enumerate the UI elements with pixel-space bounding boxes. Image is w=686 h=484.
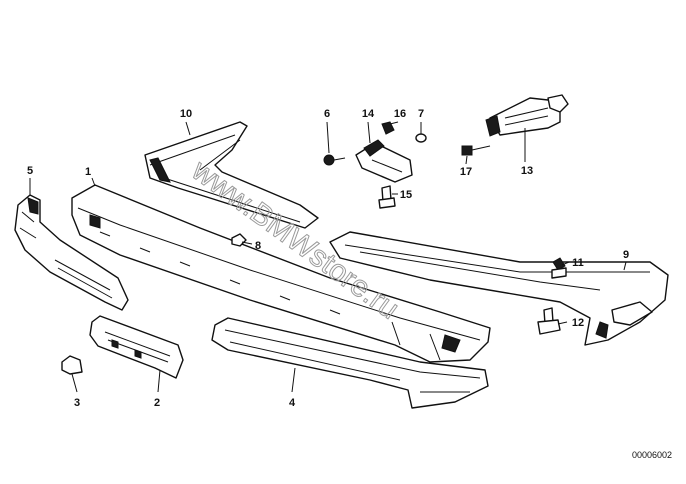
part-8-nut xyxy=(231,233,247,247)
callout-12: 12 xyxy=(572,317,584,329)
part-13-impact-absorber xyxy=(485,94,569,137)
callout-3: 3 xyxy=(74,397,80,409)
callout-4: 4 xyxy=(289,397,296,409)
callout-2: 2 xyxy=(154,397,160,409)
callout-17: 17 xyxy=(460,166,472,178)
part-17-screw xyxy=(461,145,491,156)
part-11-clip xyxy=(551,257,567,279)
callout-1: 1 xyxy=(85,166,91,178)
callout-13: 13 xyxy=(521,165,533,177)
part-3-clip xyxy=(61,355,83,375)
part-14-mount-bracket xyxy=(355,139,413,183)
part-2-license-bracket xyxy=(89,315,184,379)
leader-lines xyxy=(29,121,627,393)
callout-15: 15 xyxy=(400,189,412,201)
callout-14: 14 xyxy=(362,108,375,120)
callout-5: 5 xyxy=(27,165,33,177)
part-16-nut xyxy=(381,121,395,135)
callout-7: 7 xyxy=(418,108,424,120)
callout-10: 10 xyxy=(180,108,192,120)
part-6-bolt xyxy=(323,154,346,166)
part-15-bolt xyxy=(378,185,396,209)
callout-6: 6 xyxy=(324,108,330,120)
part-10-upper-trim xyxy=(144,121,319,229)
part-9-bumper-cover xyxy=(329,231,669,346)
callout-16: 16 xyxy=(394,108,406,120)
part-12-rivet xyxy=(537,307,561,335)
part-5-left-bracket xyxy=(14,194,129,311)
diagram-reference-number: 00006002 xyxy=(632,450,672,460)
callout-11: 11 xyxy=(572,257,584,269)
callout-9: 9 xyxy=(623,249,629,261)
part-4-lower-strip xyxy=(211,317,489,409)
part-7-washer xyxy=(415,133,427,143)
callout-8: 8 xyxy=(255,240,261,252)
part-1-bumper-beam xyxy=(71,184,491,363)
